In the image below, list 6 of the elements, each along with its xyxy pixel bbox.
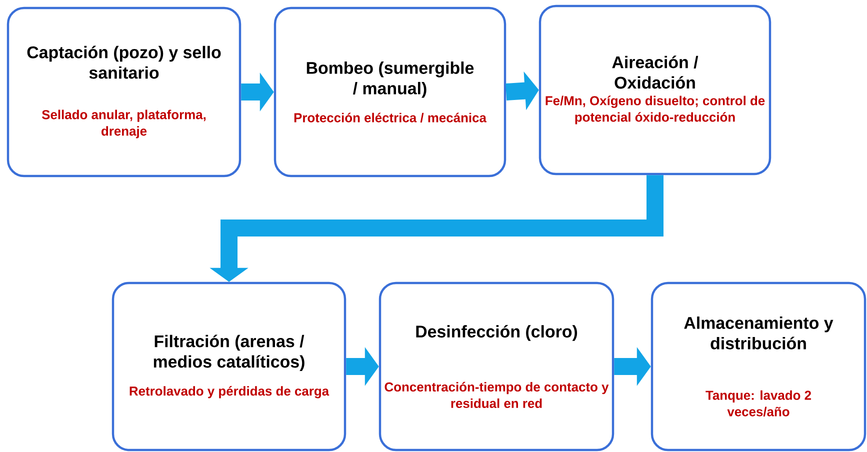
process-box: Aireación / Oxidación Fe/Mn, Oxígeno disuelto; control de potencial óxido-reducción [538, 4, 772, 176]
process-box: Desinfección (cloro) Concentración-tiempo de contacto y residual en red [378, 282, 614, 452]
process-box: Bombeo (sumergible / manual) Protección eléctrica / mecánica [274, 6, 506, 178]
process-box: Almacenamiento y distribución Tanque: lavado 2 veces/año [650, 282, 866, 452]
process-box: Filtración (arenas / medios catalíticos) Retrolavado y pérdidas de carga [112, 282, 346, 452]
process-box: Captación (pozo) y sello sanitario Sellado anular, plataforma, drenaje [6, 6, 242, 178]
